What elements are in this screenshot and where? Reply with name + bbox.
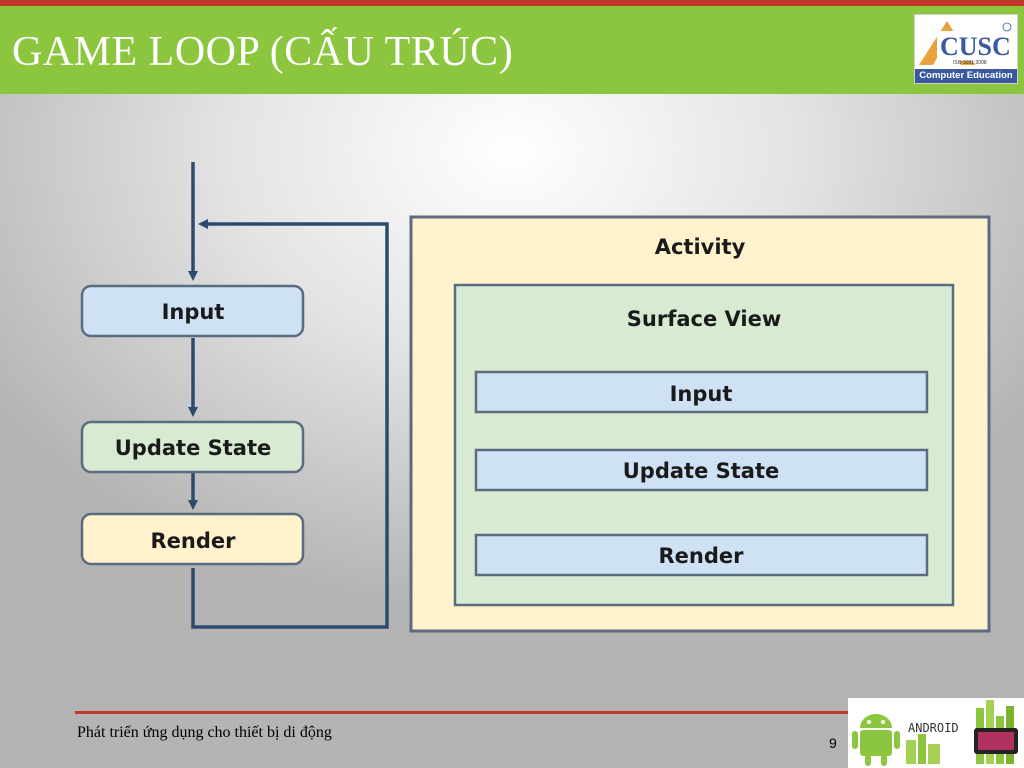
logo-caption: Computer Education [915,69,1017,83]
cusc-logo-icon: CUSC ISO 9001:2008 [919,21,1012,66]
sv-update-box [474,448,929,492]
title-bar: GAME LOOP (CẤU TRÚC) [0,6,1024,94]
activity-label: Activity [655,235,746,259]
footer-text: Phát triển ứng dụng cho thiết bị di động [77,724,332,741]
page-number: 9 [829,735,837,751]
logo-cert: ISO 9001:2008 [953,60,987,66]
sv-update-label: Update State [623,459,780,483]
sv-input-box [474,370,929,414]
sv-input-label: Input [670,382,733,406]
loop-update-box [80,420,305,474]
loop-update-label: Update State [115,436,272,460]
sv-render-label: Render [659,544,745,568]
loop-render-label: Render [151,529,237,553]
loop-input-box [80,284,305,338]
android-wordmark: ANDROID [908,721,959,735]
logo-name: CUSC [940,32,1011,61]
footer-rule [75,711,980,714]
sv-render-box [474,533,929,577]
android-robot-icon: ANDROID [848,698,1024,768]
loop-back-arrow [191,219,389,629]
loop-render-box [80,512,305,566]
slide-title: GAME LOOP (CẤU TRÚC) [12,29,514,75]
android-logo: ANDROID [848,698,1024,768]
cusc-logo: CUSC ISO 9001:2008 Computer Education [914,14,1018,84]
top-accent-rule [0,0,1024,6]
loop-input-label: Input [162,300,225,324]
surface-view-label: Surface View [627,307,781,331]
